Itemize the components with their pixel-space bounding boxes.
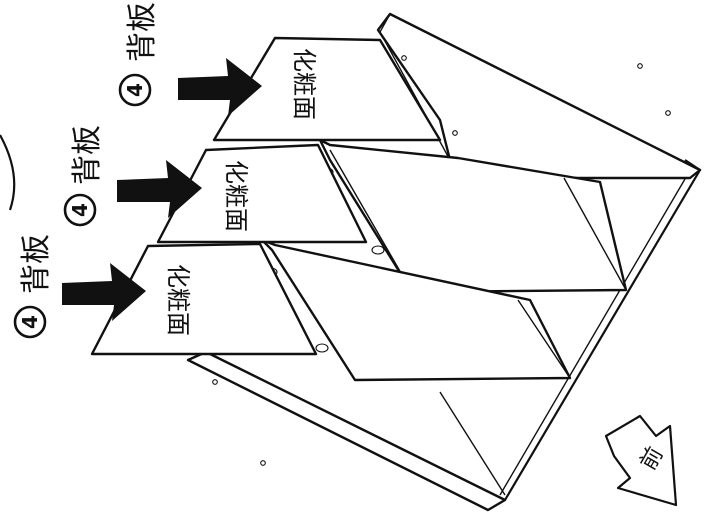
dowel-hole — [212, 379, 218, 385]
partition-2 — [517, 299, 571, 379]
step-number-circle — [13, 305, 47, 339]
back-panel-shape — [90, 242, 318, 356]
shelf-1 — [318, 138, 628, 294]
insert-arrow-bottom — [62, 263, 146, 321]
back-panel-bottom — [90, 242, 318, 356]
dowel-hole — [260, 460, 266, 466]
carcass-bottom-inner-edge — [499, 166, 693, 496]
cropped-callout-edge — [0, 134, 16, 211]
arrow-down-right-icon — [604, 414, 678, 507]
step-number-circle — [63, 193, 97, 227]
step-number: 4 — [123, 83, 147, 97]
top-panel — [376, 12, 702, 180]
face-label: 化粧面 — [290, 48, 318, 120]
partition-1 — [563, 177, 627, 291]
arrow-right-icon — [62, 263, 146, 321]
insert-arrow-middle — [117, 160, 202, 218]
arrow-right-icon — [117, 160, 202, 218]
arrow-right-icon — [178, 58, 262, 116]
cabinet-frame — [186, 12, 702, 512]
face-label: 化粧面 — [164, 264, 192, 336]
face-label: 化粧面 — [222, 160, 250, 232]
dowel-hole — [637, 63, 643, 69]
part-name: 背板 — [70, 125, 105, 185]
step-number: 4 — [68, 203, 92, 217]
part-name: 背板 — [19, 234, 54, 294]
shelf-1-front-edge — [329, 149, 413, 293]
insert-arrow-top — [178, 58, 262, 116]
step-number-circle — [118, 73, 152, 107]
step-number: 4 — [18, 315, 42, 329]
callout-middle: 4 背板 — [63, 125, 105, 227]
dowel-peg — [371, 245, 385, 255]
partition-3 — [439, 391, 506, 496]
part-name: 背板 — [125, 2, 160, 62]
dowel-hole — [452, 130, 458, 136]
front-direction-arrow: 前 — [604, 414, 678, 507]
callout-bottom: 4 背板 — [13, 234, 54, 339]
callout-top: 4 背板 — [118, 2, 160, 107]
shelf-2-front-edge — [271, 249, 356, 381]
dowel-peg — [315, 343, 329, 353]
dowel-hole — [401, 55, 407, 61]
dowel-hole — [665, 110, 671, 116]
